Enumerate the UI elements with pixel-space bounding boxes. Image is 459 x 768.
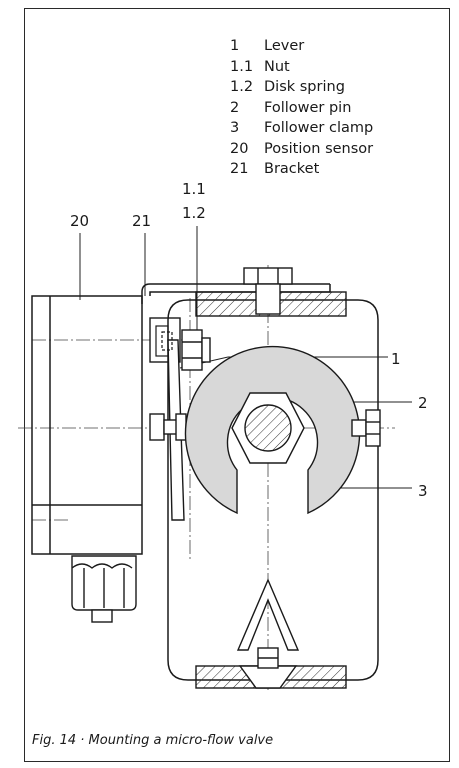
sensor-knob: [71, 555, 137, 623]
bracket: [141, 283, 330, 304]
callout-3: 3: [418, 482, 428, 500]
callout-21: 21: [132, 212, 152, 230]
callout-1-1: 1.1: [182, 180, 206, 198]
top-bolt: [243, 267, 293, 315]
callout-20: 20: [70, 212, 90, 230]
valve-yoke: [167, 299, 379, 681]
figure-frame: [24, 8, 450, 762]
lever-nut: [181, 329, 211, 371]
figure-caption: Fig. 14 · Mounting a micro-flow valve: [32, 733, 274, 748]
clamp-screw: [351, 409, 381, 447]
position-sensor: [31, 295, 143, 555]
guide-wedge: [236, 578, 300, 651]
callout-2: 2: [418, 394, 428, 412]
stem-nut: [231, 392, 305, 464]
callout-1: 1: [391, 350, 401, 368]
callout-1-2: 1.2: [182, 204, 206, 222]
disk-spring: [155, 325, 173, 357]
bottom-screw: [238, 647, 298, 689]
